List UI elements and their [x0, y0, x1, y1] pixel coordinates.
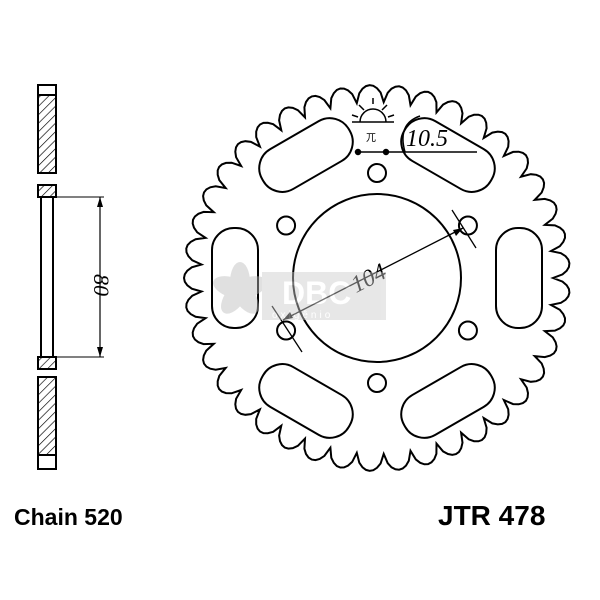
bolt-hole [457, 320, 478, 341]
watermark-brand: DBC [282, 275, 351, 311]
bolt-hole [367, 163, 387, 183]
sprocket-teeth [182, 84, 571, 472]
lightening-slot [258, 117, 354, 193]
bolt-hole [367, 373, 387, 393]
lightening-slot [211, 227, 259, 329]
chain-label: Chain 520 [14, 504, 123, 530]
side-view [37, 84, 104, 470]
watermark-sub: oxigênio [272, 310, 333, 321]
watermark: DBC oxigênio [213, 262, 386, 321]
dim-side-label: 80 [89, 274, 114, 296]
bolt-hole [276, 320, 297, 341]
symbol-label: 兀 [366, 133, 376, 144]
bolt-hole [276, 215, 297, 236]
lightening-slot [495, 227, 543, 329]
lightening-slot [258, 363, 354, 439]
part-number: JTR 478 [438, 500, 546, 531]
watermark-flower-icon [213, 262, 267, 314]
center-bore [292, 193, 462, 363]
bolt-circle-dimension [271, 209, 477, 353]
hole-dimension [351, 98, 477, 156]
dim-hole-label: 10.5 [406, 126, 448, 152]
lightening-slot [400, 363, 496, 439]
